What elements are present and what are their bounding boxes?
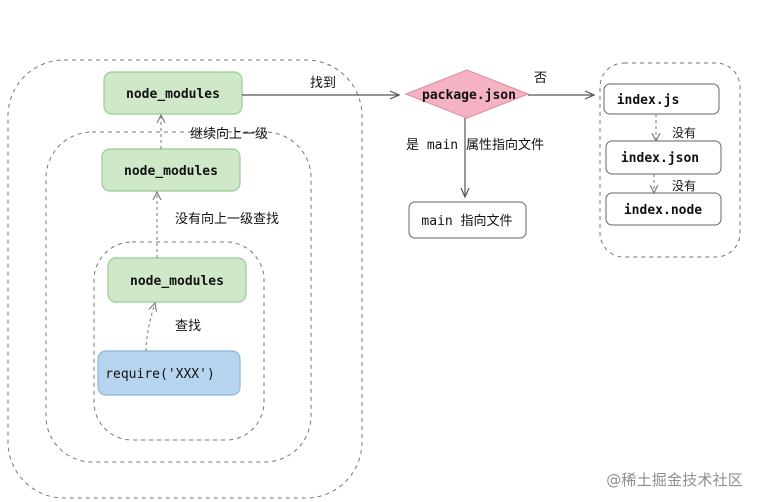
- outer-scope-container: [7, 59, 363, 499]
- fallback-files-container: [599, 62, 741, 258]
- index-js-label: index.js: [617, 93, 680, 108]
- main-file-box: [408, 201, 527, 239]
- require-call-box: [97, 350, 241, 396]
- found-label: 找到: [310, 76, 336, 91]
- index-json-label: index.json: [621, 151, 699, 166]
- main-file-label: main 指向文件: [421, 213, 512, 229]
- no-label: 否: [534, 71, 547, 86]
- watermark: @稀土掘金技术社区: [606, 471, 743, 489]
- none-label-1: 没有: [672, 125, 696, 140]
- middle-scope-container: [45, 131, 312, 463]
- index-json-box: [605, 140, 722, 175]
- require-call-label: require('XXX'): [105, 367, 215, 382]
- index-node-box: [605, 192, 722, 226]
- node-modules-top-box: [103, 71, 243, 115]
- search-label: 查找: [175, 319, 201, 334]
- index-js-box: [603, 83, 720, 115]
- not-found-up-label: 没有向上一级查找: [175, 211, 279, 227]
- node-modules-bottom-box: [107, 257, 247, 303]
- node-modules-mid-box: [101, 148, 241, 192]
- package-json-decision: [404, 69, 530, 119]
- none-label-2: 没有: [672, 178, 696, 193]
- continue-up-label: 继续向上一级: [190, 126, 268, 142]
- main-is-prop-label: 是 main 属性指向文件: [406, 137, 544, 153]
- node-modules-top-label: node_modules: [126, 87, 220, 102]
- index-node-label: index.node: [624, 203, 702, 218]
- package-json-label: package.json: [422, 88, 516, 103]
- require-to-node-modules-arrow: [145, 303, 155, 352]
- node-modules-bottom-label: node_modules: [130, 274, 224, 289]
- node-modules-mid-label: node_modules: [124, 164, 218, 179]
